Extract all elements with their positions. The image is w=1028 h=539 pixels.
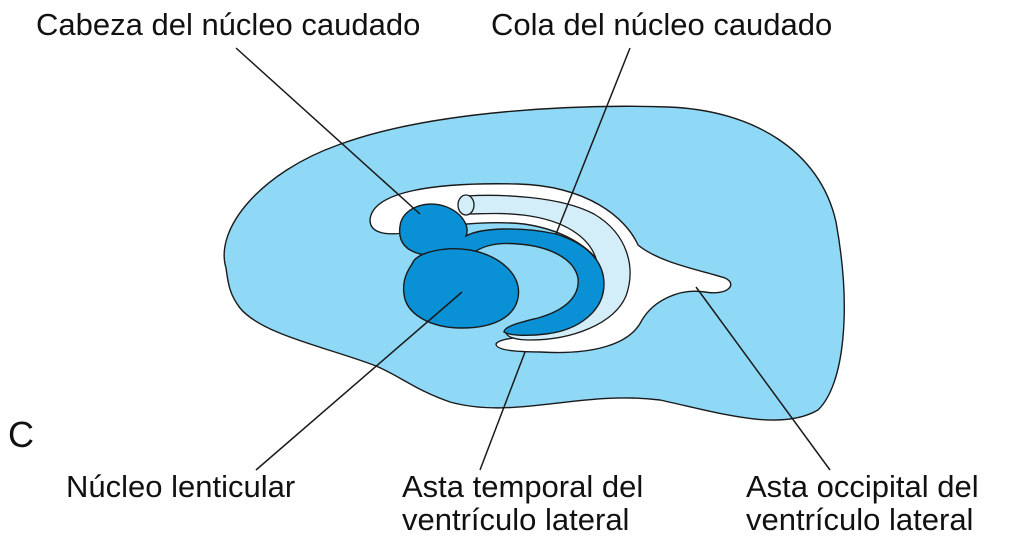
label-temporal-horn: Asta temporal del ventrículo lateral xyxy=(402,470,643,537)
cerebral-hemisphere xyxy=(223,105,845,421)
leader-lines xyxy=(235,47,831,471)
lateral-ventricle xyxy=(369,183,732,354)
label-caudate-tail-text: Cola del núcleo caudado xyxy=(491,7,833,42)
label-occipital-horn-line2: ventrículo lateral xyxy=(746,502,974,538)
label-caudate-head: Cabeza del núcleo caudado xyxy=(36,7,421,42)
leader-caudate-tail xyxy=(555,47,631,235)
label-occipital-horn: Asta occipital del ventrículo lateral xyxy=(746,470,979,537)
leader-caudate-head xyxy=(235,47,421,215)
leader-occipital-horn xyxy=(695,286,831,471)
label-caudate-head-text: Cabeza del núcleo caudado xyxy=(36,7,421,42)
label-temporal-horn-line1: Asta temporal del xyxy=(402,469,644,504)
label-lenticular-nucleus-text: Núcleo lenticular xyxy=(66,469,296,504)
label-caudate-tail: Cola del núcleo caudado xyxy=(491,7,833,42)
leader-lenticular xyxy=(255,291,463,471)
label-occipital-horn-line1: Asta occipital del xyxy=(746,469,979,504)
lenticular-nucleus xyxy=(402,248,520,329)
panel-letter: C xyxy=(8,414,34,455)
leader-temporal-horn xyxy=(479,351,526,471)
label-lenticular-nucleus: Núcleo lenticular xyxy=(66,469,296,504)
caudate-tail-cut-end xyxy=(457,194,475,216)
label-temporal-horn-line2: ventrículo lateral xyxy=(402,502,630,538)
